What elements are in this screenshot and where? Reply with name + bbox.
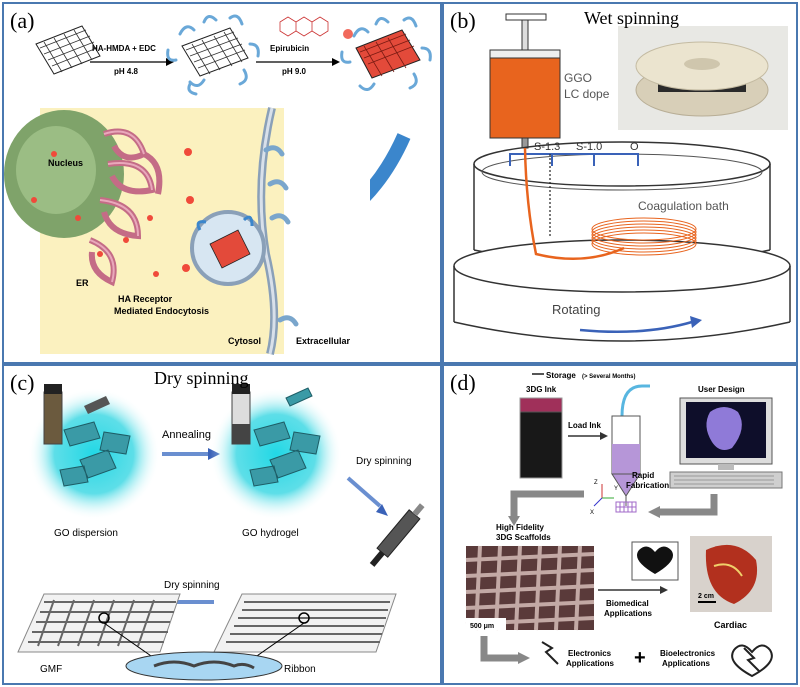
go-dispersion-label: GO dispersion [54, 528, 118, 539]
electronics-app-label: Applications [566, 659, 615, 668]
scale-bar-500: 500 μm [470, 623, 494, 630]
dope-label-2: LC dope [564, 87, 610, 101]
printer-cartridge [611, 384, 650, 506]
receptor-label: HA Receptor [118, 294, 173, 304]
high-fidelity-label: High Fidelity [496, 523, 545, 532]
load-ink-label: Load Ink [568, 421, 601, 430]
zoom-inset [103, 622, 305, 681]
dry-spinning-label-2: Dry spinning [164, 580, 220, 591]
er-label: ER [76, 278, 89, 288]
drug-loaded-graphene [340, 16, 432, 91]
cardiac-photo [690, 536, 772, 612]
dry-spinning-arrow-1 [346, 476, 382, 508]
panel-c-figure: GO dispersion Annealing GO hydrogel Dry … [17, 384, 425, 681]
extracellular-label: Extracellular [296, 336, 351, 346]
electronics-label: Electronics [568, 649, 612, 658]
step1-ph: pH 4.8 [114, 67, 139, 76]
cardiac-label: Cardiac [714, 620, 747, 630]
position-s13: S-1.3 [534, 141, 560, 153]
mini-scaffold [615, 501, 637, 513]
step2-reagent: Epirubicin [270, 44, 309, 53]
storage-label: Storage [546, 371, 576, 380]
bath-label: Coagulation bath [638, 199, 729, 213]
cytosol-label: Cytosol [228, 336, 261, 346]
syringe-icon [369, 503, 425, 567]
graphene-sheet [35, 25, 101, 75]
storage-note: (> Several Months) [582, 374, 636, 380]
panel-a: (a) HA-HMDA + EDC pH 4.8 Epirubicin pH 9… [2, 2, 442, 364]
rotating-label: Rotating [552, 302, 600, 317]
dry-spinning-label-1: Dry spinning [356, 456, 412, 467]
ribbon-pad [213, 593, 397, 653]
go-hydrogel-illustration [210, 384, 342, 520]
rotation-arrow [579, 320, 693, 334]
rotating-platform [453, 239, 791, 342]
gmf-pad [17, 593, 181, 653]
design-to-print-arrow [660, 494, 718, 516]
panel-c: (c) Dry spinning GO dispersion Annealing [2, 364, 442, 685]
ribbon-label: Ribbon [284, 664, 316, 675]
cell-illustration [4, 107, 370, 355]
rapid-label: Rapid [632, 471, 654, 480]
ink-jar [519, 397, 563, 479]
panel-d: (d) Storage (> Several Months) 3DG Ink L… [442, 364, 798, 685]
fabrication-label: Fabrication [626, 481, 669, 490]
axis-indicator [593, 484, 614, 507]
bioelectronics-app-label: Applications [662, 659, 711, 668]
panel-d-label: (d) [450, 370, 476, 395]
lightning-icon [541, 641, 559, 665]
print-to-scaffold-arrow [510, 490, 584, 516]
scale-bar-2cm: 2 cm [698, 593, 714, 600]
scaffold-sem-image [465, 545, 595, 631]
computer-monitor-icon [669, 397, 783, 489]
spool-photo [618, 26, 788, 130]
syringe-icon [489, 13, 561, 149]
heart-mesh-icon [631, 541, 679, 581]
step2-ph: pH 9.0 [282, 67, 307, 76]
panel-b-figure: GGO LC dope S-1.3 S-1.0 O [453, 13, 791, 342]
annealing-label: Annealing [162, 429, 211, 441]
scaffold-to-electronics-arrow [480, 636, 518, 662]
position-s10: S-1.0 [576, 141, 602, 153]
go-dispersion-illustration [28, 384, 160, 520]
panel-c-title: Dry spinning [154, 368, 249, 388]
bioelectronics-label: Bioelectronics [660, 649, 716, 658]
epirubicin-molecule-icon [279, 16, 353, 39]
panel-d-figure: Storage (> Several Months) 3DG Ink Load … [465, 371, 783, 678]
ink-label: 3DG Ink [526, 385, 557, 394]
fiber-coil [591, 217, 697, 256]
go-hydrogel-label: GO hydrogel [242, 528, 299, 539]
panel-b: (b) Wet spinning GGO LC dope [442, 2, 798, 364]
panel-c-label: (c) [10, 370, 35, 395]
plus-sign: + [634, 647, 646, 669]
axis-y: Y [614, 486, 618, 492]
step1-reagent: HA-HMDA + EDC [92, 44, 156, 53]
scaffolds-label: 3DG Scaffolds [496, 533, 551, 542]
fiber-line [523, 147, 625, 261]
panel-b-label: (b) [450, 8, 476, 33]
biomedical-label: Biomedical [606, 599, 649, 608]
applications-label: Applications [604, 609, 653, 618]
endocytosis-label: Mediated Endocytosis [114, 306, 209, 316]
gmf-label: GMF [40, 664, 62, 675]
axis-x: X [590, 510, 594, 516]
panel-b-title: Wet spinning [584, 8, 680, 28]
panel-a-figure: HA-HMDA + EDC pH 4.8 Epirubicin pH 9.0 [4, 14, 432, 355]
nucleus-label: Nucleus [48, 158, 83, 168]
ha-graphene [166, 14, 260, 96]
position-o: O [630, 141, 639, 153]
panel-a-label: (a) [10, 8, 35, 33]
heart-lightning-icon [731, 644, 773, 678]
dope-label-1: GGO [564, 71, 592, 85]
user-design-label: User Design [698, 385, 745, 394]
axis-z: Z [594, 480, 598, 486]
nozzle-positions [509, 153, 639, 166]
